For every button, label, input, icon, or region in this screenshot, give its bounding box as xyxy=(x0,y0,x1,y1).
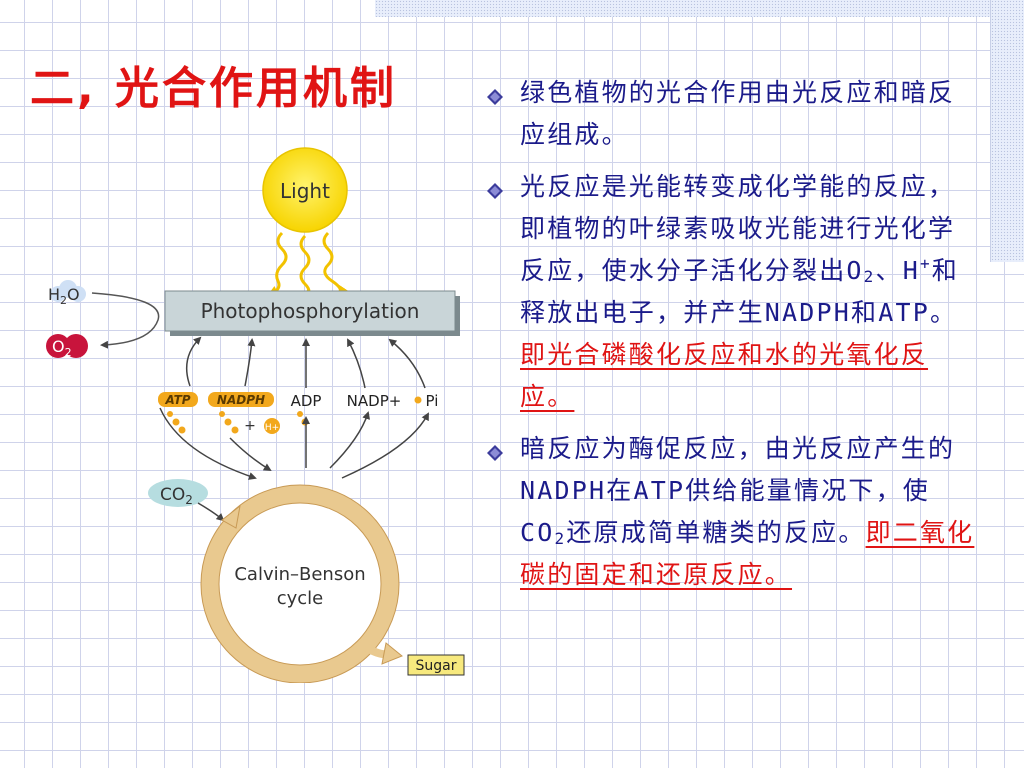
slide-title: 二, 光合作用机制 xyxy=(30,63,398,114)
sugar-box: Sugar xyxy=(407,654,465,676)
svg-text:CO2: CO2 xyxy=(160,485,193,507)
water-to-oxygen-arrow xyxy=(91,292,160,349)
light-rays xyxy=(266,231,350,301)
co2-subscript: 2 xyxy=(185,493,193,507)
bullet-list: 绿色植物的光合作用由光反应和暗反应组成。 光反应是光能转变成化学能的反应，即植物… xyxy=(480,72,975,606)
photosynthesis-diagram: Light Photophosphorylation H2O O2 ATP NA… xyxy=(46,147,465,683)
molecule-dots xyxy=(167,411,309,434)
bullet-item-2: 光反应是光能转变成化学能的反应，即植物的叶绿素吸收光能进行光化学反应，使水分子活… xyxy=(480,166,975,418)
h2o-subscript: 2 xyxy=(60,294,67,307)
atp-label: ATP xyxy=(164,393,190,407)
cycle-label-line2: cycle xyxy=(277,588,324,609)
atp-badge: ATP xyxy=(158,392,198,407)
nadph-label: NADPH xyxy=(217,393,265,407)
diamond-bullet-icon xyxy=(487,89,503,105)
calvin-benson-cycle: Calvin–Benson cycle xyxy=(200,484,400,683)
bullet-3-highlight: 即二氧化碳的固定和还原反应。 xyxy=(520,518,975,589)
plus-sign: + xyxy=(244,418,256,434)
bullet-3-part-2: 还原成简单糖类的反应。 xyxy=(566,518,866,547)
sun-icon: Light xyxy=(262,147,348,233)
co2-label: CO xyxy=(160,485,185,505)
nadp-label: NADP+ xyxy=(347,392,402,410)
nadph-badge: NADPH xyxy=(208,392,274,407)
svg-text:H2O: H2O xyxy=(48,285,80,307)
co2-molecule-icon: CO2 xyxy=(148,479,208,507)
photophosphorylation-box: Photophosphorylation xyxy=(164,290,460,336)
bullet-2-part-1: 光反应是光能转变成化学能的反应，即植物的叶绿素吸收光能进行光化学反应，使水分子活… xyxy=(520,172,956,285)
bullet-3-subscript: 2 xyxy=(554,529,567,548)
diamond-bullet-icon xyxy=(487,445,503,461)
top-decorative-band xyxy=(375,0,1024,17)
bullet-text-1: 绿色植物的光合作用由光反应和暗反应组成。 xyxy=(520,78,956,149)
bullet-2-superscript: + xyxy=(919,254,932,273)
cycle-label-line1: Calvin–Benson xyxy=(234,564,365,585)
photophosphorylation-label: Photophosphorylation xyxy=(201,299,420,323)
bullet-2-highlight: 即光合磷酸化反应和水的光氧化反应。 xyxy=(520,340,929,411)
bullet-2-subscript: 2 xyxy=(863,267,876,286)
o2-label: O xyxy=(52,337,65,356)
pi-label: Pi xyxy=(426,392,439,410)
right-decorative-bar xyxy=(990,0,1024,262)
bullet-item-1: 绿色植物的光合作用由光反应和暗反应组成。 xyxy=(480,72,975,156)
bullet-2-part-2: 、H xyxy=(875,256,920,285)
h-plus-ion-icon: H+ xyxy=(264,418,280,434)
h2o-molecule-icon: H2O xyxy=(48,280,86,307)
adp-label: ADP xyxy=(291,392,322,410)
bullet-text-3: 暗反应为酶促反应，由光反应产生的NADPH在ATP供给能量情况下，使CO2还原成… xyxy=(520,428,975,596)
o2-molecule-icon: O2 xyxy=(46,334,88,359)
bullet-item-3: 暗反应为酶促反应，由光反应产生的NADPH在ATP供给能量情况下，使CO2还原成… xyxy=(480,428,975,596)
sugar-label: Sugar xyxy=(416,658,457,674)
diamond-bullet-icon xyxy=(487,183,503,199)
o2-subscript: 2 xyxy=(65,346,72,359)
svg-text:O2: O2 xyxy=(52,337,72,359)
bullet-2-part-3: 和释放出电子，并产生NADPH和ATP。 xyxy=(520,256,959,327)
h2o-label: H xyxy=(48,285,60,304)
bullet-text-2: 光反应是光能转变成化学能的反应，即植物的叶绿素吸收光能进行光化学反应，使水分子活… xyxy=(520,166,975,418)
h2o-label-tail: O xyxy=(67,285,80,304)
bullet-3-part-1: 暗反应为酶促反应，由光反应产生的NADPH在ATP供给能量情况下，使CO xyxy=(520,434,956,547)
h-plus-label: H+ xyxy=(265,423,279,433)
recycle-arrows xyxy=(185,336,426,389)
light-label: Light xyxy=(280,179,330,203)
